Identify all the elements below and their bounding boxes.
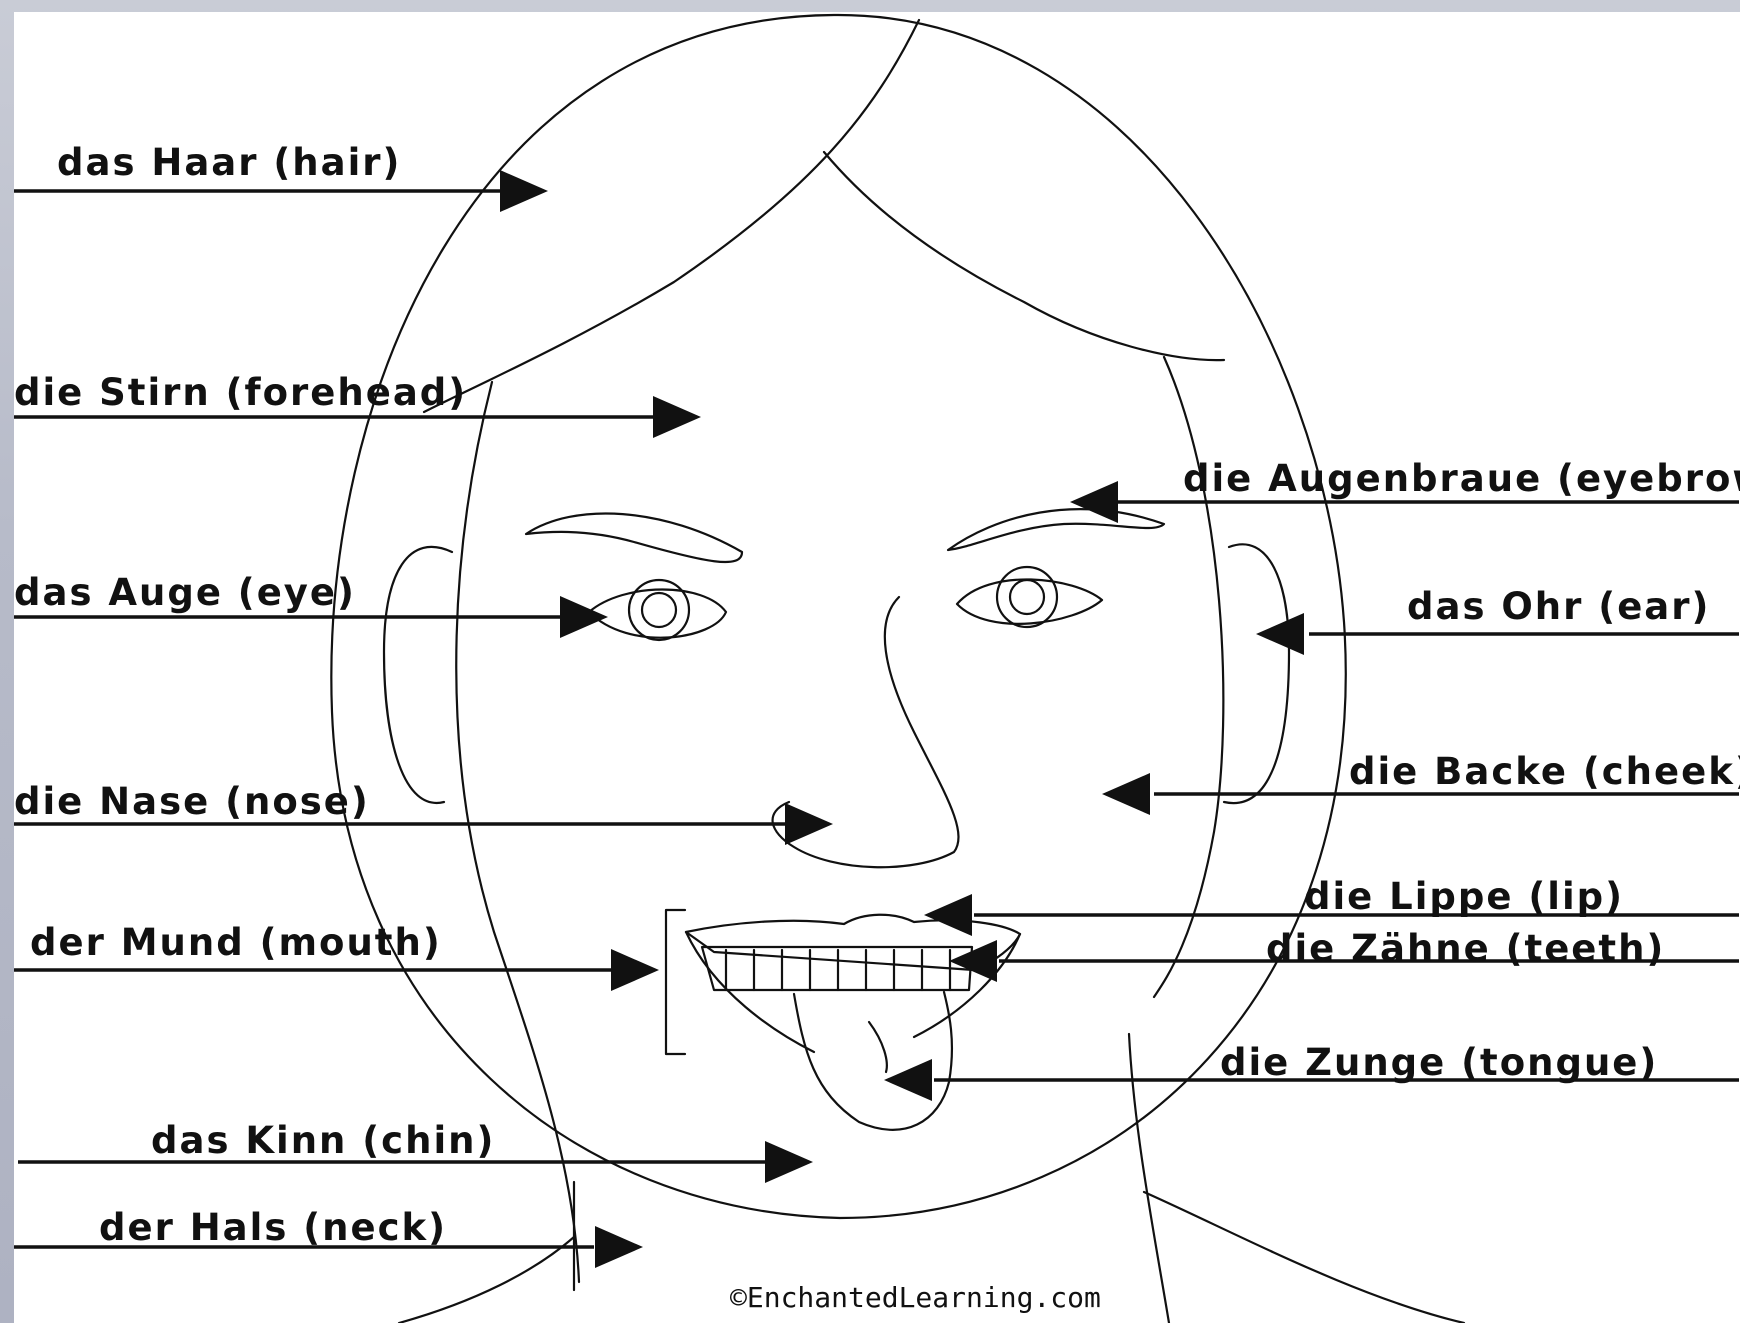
arrowhead-mouth xyxy=(611,949,659,991)
shoulder-left xyxy=(399,1237,574,1323)
hair-line-left xyxy=(424,20,919,412)
credit-text: ©EnchantedLearning.com xyxy=(730,1284,1101,1312)
label-eye: das Auge (eye) xyxy=(14,574,356,611)
label-teeth: die Zähne (teeth) xyxy=(1266,930,1665,967)
label-lip: die Lippe (lip) xyxy=(1304,878,1624,915)
diagram-canvas: das Haar (hair) die Stirn (forehead) das… xyxy=(14,12,1740,1323)
label-neck: der Hals (neck) xyxy=(99,1209,447,1246)
label-hair: das Haar (hair) xyxy=(57,144,401,181)
label-tongue: die Zunge (tongue) xyxy=(1220,1044,1658,1081)
lower-lip xyxy=(686,932,1020,1052)
arrowhead-eye xyxy=(560,596,608,638)
eyebrow-left xyxy=(526,513,742,562)
arrowhead-chin xyxy=(765,1141,813,1183)
arrowhead-forehead xyxy=(653,396,701,438)
eyebrow-right xyxy=(948,509,1164,550)
arrowhead-neck xyxy=(595,1226,643,1268)
hair-line-right xyxy=(824,152,1224,360)
eye-left xyxy=(589,590,726,638)
arrowhead-lip xyxy=(924,894,972,936)
label-eyebrow: die Augenbraue (eyebrow) xyxy=(1183,460,1740,497)
ear-right xyxy=(1224,544,1289,803)
iris-right xyxy=(997,567,1057,627)
mouth-bracket xyxy=(666,910,685,1054)
shoulder-right xyxy=(1144,1192,1464,1323)
label-forehead: die Stirn (forehead) xyxy=(14,374,467,411)
arrowhead-nose xyxy=(785,803,833,845)
label-nose: die Nase (nose) xyxy=(14,783,370,820)
arrowhead-ear xyxy=(1256,613,1304,655)
label-cheek: die Backe (cheek) xyxy=(1349,753,1740,790)
eye-right xyxy=(957,579,1102,623)
arrowhead-hair xyxy=(500,170,548,212)
label-chin: das Kinn (chin) xyxy=(151,1122,495,1159)
arrowhead-eyebrow xyxy=(1070,481,1118,523)
label-ear: das Ohr (ear) xyxy=(1407,588,1710,625)
neck-right xyxy=(1129,1034,1169,1323)
arrowhead-tongue xyxy=(884,1059,932,1101)
label-mouth: der Mund (mouth) xyxy=(30,924,442,961)
face-contour-right xyxy=(1154,357,1223,997)
arrowhead-cheek xyxy=(1102,773,1150,815)
ear-left xyxy=(384,547,452,803)
